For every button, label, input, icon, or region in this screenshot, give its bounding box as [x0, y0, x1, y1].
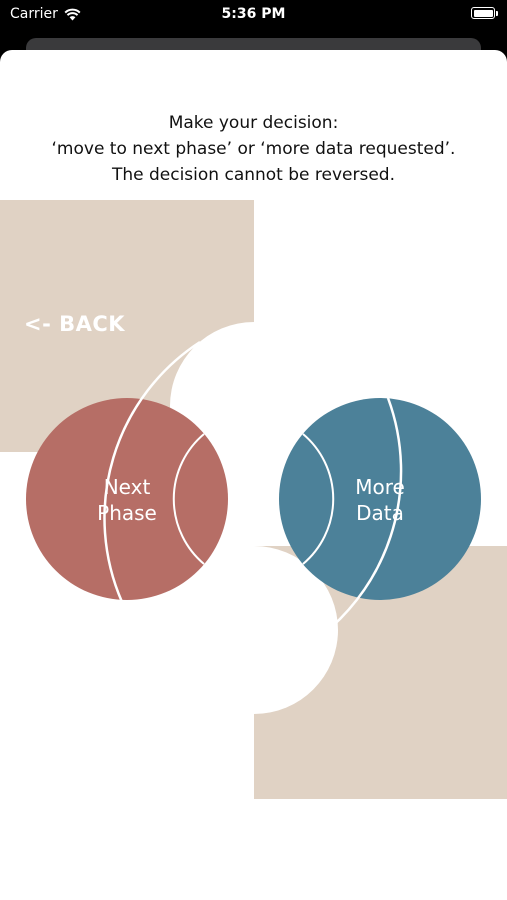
instruction-line-2: ‘move to next phase’ or ‘more data reque… [51, 139, 456, 159]
next-phase-circle[interactable] [26, 398, 228, 600]
white-cutout-bottom [170, 546, 338, 714]
large-arc-left [103, 340, 201, 603]
decision-artwork [0, 200, 507, 799]
back-button[interactable]: <- BACK [24, 312, 126, 336]
carrier-group: Carrier [10, 6, 81, 22]
next-phase-arc-inner [172, 433, 205, 565]
more-data-button[interactable] [279, 398, 481, 600]
decision-sheet: Make your decision: ‘move to next phase’… [0, 50, 507, 900]
carrier-label: Carrier [10, 6, 58, 22]
instruction-text: Make your decision: ‘move to next phase’… [0, 110, 507, 188]
status-time: 5:36 PM [221, 6, 286, 22]
more-data-arc-inner [302, 433, 335, 565]
instruction-line-3: The decision cannot be reversed. [111, 165, 396, 185]
battery-icon [471, 7, 498, 19]
instruction-line-1: Make your decision: [168, 113, 339, 133]
more-data-circle[interactable] [279, 398, 481, 600]
wifi-icon [64, 8, 81, 20]
status-bar: Carrier 5:36 PM [0, 0, 507, 30]
next-phase-button[interactable] [26, 398, 228, 600]
large-arc-right [306, 397, 403, 648]
